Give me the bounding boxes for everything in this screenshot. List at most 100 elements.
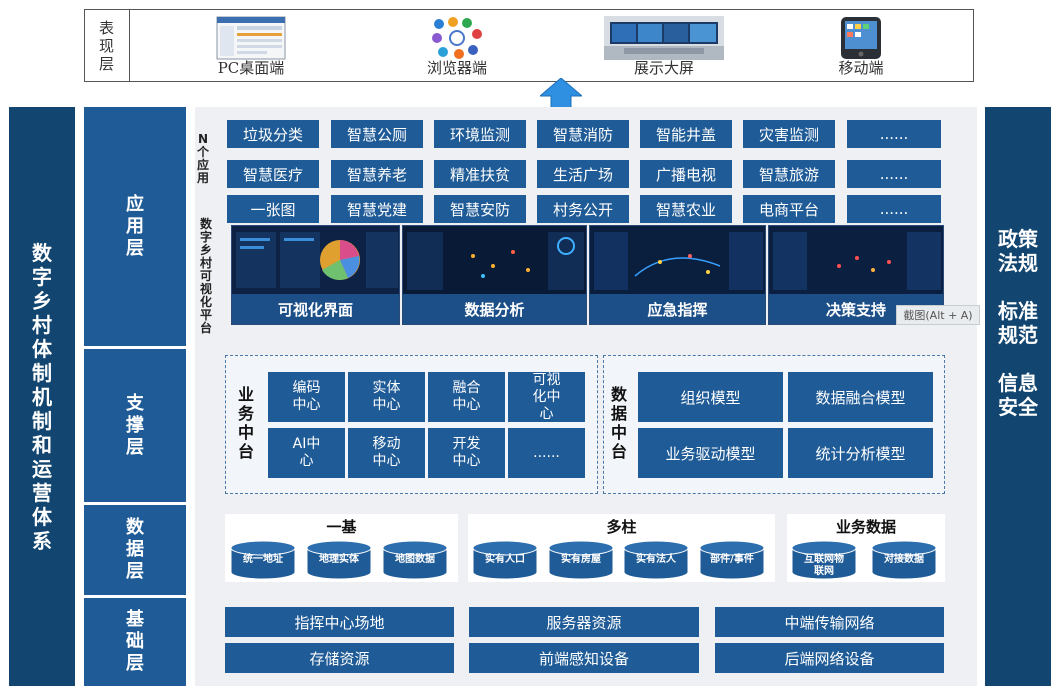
database-cylinder-icon: 统一地址 bbox=[230, 540, 296, 580]
business-center-button[interactable]: 编码中心 bbox=[268, 372, 345, 422]
data-model-button[interactable]: 业务驱动模型 bbox=[638, 428, 783, 478]
database-cylinder-icon: 对接数据 bbox=[871, 540, 937, 580]
app-button[interactable]: 一张图 bbox=[227, 195, 319, 223]
business-center-text: AI中心 bbox=[292, 436, 321, 469]
big-screen-item: 展示大屏 bbox=[599, 12, 729, 78]
data-group-title: 一基 bbox=[326, 518, 357, 536]
presentation-layer-label: 表现层 bbox=[84, 9, 130, 82]
app-button[interactable]: 广播电视 bbox=[640, 160, 732, 188]
screenshot-tooltip: 截图(Alt + A) bbox=[896, 305, 980, 325]
infrastructure-button[interactable]: 后端网络设备 bbox=[715, 643, 944, 673]
business-center-text: 移动中心 bbox=[372, 436, 401, 469]
app-button[interactable]: 智慧旅游 bbox=[743, 160, 835, 188]
database-label: 统一地址 bbox=[243, 554, 283, 565]
infrastructure-button[interactable]: 中端传输网络 bbox=[715, 607, 944, 637]
business-center-button[interactable]: 可视化中心 bbox=[508, 372, 585, 422]
mobile-label: 移动端 bbox=[838, 59, 884, 77]
data-model-button[interactable]: 统计分析模型 bbox=[788, 428, 933, 478]
database-label: 实有房屋 bbox=[561, 554, 601, 565]
business-center-text: 编码中心 bbox=[292, 380, 321, 413]
app-button[interactable]: ...... bbox=[847, 120, 941, 148]
viz-platform-label: 数字乡村可视化平台 bbox=[199, 217, 212, 335]
data-model-button[interactable]: 数据融合模型 bbox=[788, 372, 933, 422]
mobile-phone-icon bbox=[841, 17, 881, 59]
business-center-button[interactable]: 融合中心 bbox=[428, 372, 505, 422]
viz-panel-analysis: 数据分析 bbox=[402, 225, 587, 325]
app-button[interactable]: 智慧公厕 bbox=[331, 120, 423, 148]
infrastructure-button[interactable]: 存储资源 bbox=[225, 643, 454, 673]
layer-data: 数据层 bbox=[84, 505, 186, 598]
app-button[interactable]: 垃圾分类 bbox=[227, 120, 319, 148]
database-cylinder-icon: 地图数据 bbox=[382, 540, 448, 580]
database-cylinder-icon: 实有房屋 bbox=[548, 540, 614, 580]
database-label: 地理实体 bbox=[319, 554, 359, 565]
browser-item: 浏览器端 bbox=[392, 12, 522, 78]
viz-panel-interface: 可视化界面 bbox=[231, 225, 400, 325]
business-center-button[interactable]: 开发中心 bbox=[428, 428, 505, 478]
business-center-button[interactable]: 实体中心 bbox=[348, 372, 425, 422]
app-button[interactable]: 智慧安防 bbox=[434, 195, 526, 223]
app-button[interactable]: ...... bbox=[847, 160, 941, 188]
business-center-text: 实体中心 bbox=[372, 380, 401, 413]
app-button[interactable]: 灾害监测 bbox=[743, 120, 835, 148]
app-button[interactable]: 环境监测 bbox=[434, 120, 526, 148]
data-group: 多柱实有人口 实有房屋 实有法人 部件/事件 bbox=[468, 514, 775, 582]
dashboard-thumbnail-4 bbox=[769, 226, 943, 296]
database-label: 实有法人 bbox=[636, 554, 676, 565]
info-security-label: 信息安全 bbox=[998, 371, 1038, 419]
database-label: 对接数据 bbox=[884, 554, 924, 565]
pc-desktop-item: PC桌面端 bbox=[186, 12, 316, 78]
app-button[interactable]: 智慧农业 bbox=[640, 195, 732, 223]
infrastructure-button[interactable]: 前端感知设备 bbox=[469, 643, 699, 673]
dashboard-thumbnail-2 bbox=[403, 226, 586, 296]
n-apps-label: N个应用 bbox=[196, 132, 209, 185]
dashboard-thumbnail-3 bbox=[590, 226, 765, 296]
business-center-button[interactable]: AI中心 bbox=[268, 428, 345, 478]
database-cylinder-icon: 互联网物联网 bbox=[791, 540, 857, 580]
app-button[interactable]: 电商平台 bbox=[743, 195, 835, 223]
app-button[interactable]: 村务公开 bbox=[537, 195, 629, 223]
infrastructure-button[interactable]: 服务器资源 bbox=[469, 607, 699, 637]
desktop-window-icon bbox=[216, 16, 286, 60]
big-screen-label: 展示大屏 bbox=[633, 59, 694, 77]
business-platform-label: 业务中台 bbox=[237, 385, 254, 461]
layer-application: 应用层 bbox=[84, 107, 186, 349]
app-button[interactable]: ...... bbox=[847, 195, 941, 223]
data-group: 业务数据互联网物联网对接数据 bbox=[787, 514, 945, 582]
business-center-text: 开发中心 bbox=[452, 436, 481, 469]
layer-base: 基础层 bbox=[84, 598, 186, 686]
app-button[interactable]: 智慧养老 bbox=[331, 160, 423, 188]
business-center-button[interactable]: ...... bbox=[508, 428, 585, 478]
viz-caption: 应急指挥 bbox=[590, 294, 765, 324]
app-button[interactable]: 智慧消防 bbox=[537, 120, 629, 148]
database-label: 实有人口 bbox=[485, 554, 525, 565]
policy-standards-panel: 政策法规 标准规范 信息安全 bbox=[985, 107, 1051, 686]
data-group: 一基统一地址 地理实体 地图数据 bbox=[225, 514, 458, 582]
database-label: 部件/事件 bbox=[710, 554, 754, 565]
database-cylinder-icon: 实有人口 bbox=[472, 540, 538, 580]
infrastructure-button[interactable]: 指挥中心场地 bbox=[225, 607, 454, 637]
viz-caption: 数据分析 bbox=[403, 294, 586, 324]
business-center-text: 可视化中心 bbox=[532, 371, 561, 422]
standards-label: 标准规范 bbox=[998, 299, 1038, 347]
app-button[interactable]: 精准扶贫 bbox=[434, 160, 526, 188]
app-button[interactable]: 智慧医疗 bbox=[227, 160, 319, 188]
database-label: 互联网物联网 bbox=[804, 554, 844, 577]
mobile-item: 移动端 bbox=[796, 12, 926, 78]
browser-icons-icon bbox=[432, 17, 482, 59]
app-button[interactable]: 智慧党建 bbox=[331, 195, 423, 223]
layer-support: 支撑层 bbox=[84, 349, 186, 505]
business-center-text: ...... bbox=[533, 444, 560, 461]
business-center-button[interactable]: 移动中心 bbox=[348, 428, 425, 478]
browser-label: 浏览器端 bbox=[426, 59, 487, 77]
database-cylinder-icon: 实有法人 bbox=[623, 540, 689, 580]
app-button[interactable]: 生活广场 bbox=[537, 160, 629, 188]
pc-desktop-label: PC桌面端 bbox=[217, 59, 285, 77]
viz-caption: 可视化界面 bbox=[232, 294, 399, 324]
policy-regulations-label: 政策法规 bbox=[998, 227, 1038, 275]
data-model-button[interactable]: 组织模型 bbox=[638, 372, 783, 422]
data-group-title: 多柱 bbox=[606, 518, 637, 536]
operations-system-panel: 数字乡村体制机制和运营体系 bbox=[9, 107, 75, 686]
up-arrow-icon bbox=[540, 78, 582, 118]
app-button[interactable]: 智能井盖 bbox=[640, 120, 732, 148]
